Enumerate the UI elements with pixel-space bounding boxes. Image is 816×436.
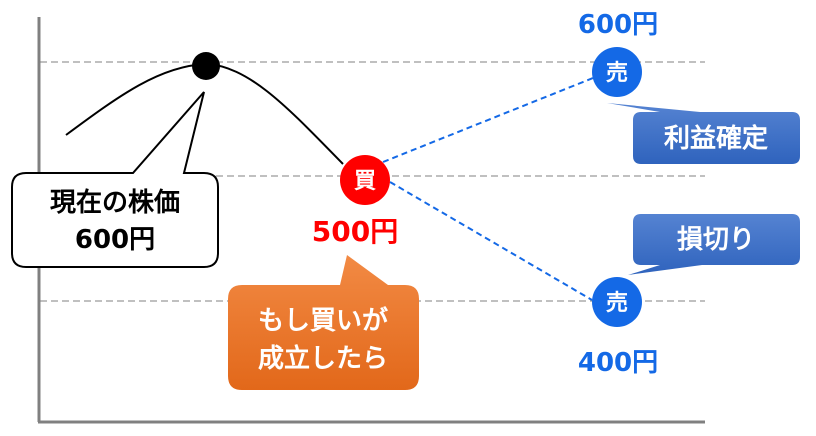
current-price-label: 現在の株価 [50,188,180,218]
loss-price: 400円 [578,348,658,378]
condition-line2: 成立したら [258,343,388,374]
buy-marker [340,155,390,205]
buy-marker-label: 買 [354,169,376,194]
sell-marker-loss-label: 売 [606,290,628,316]
profit-callout [607,103,800,164]
condition-callout [228,255,419,390]
current-price-dot [192,52,220,80]
profit-path [382,77,594,163]
sell-marker-loss [592,277,642,327]
profit-callout-label: 利益確定 [664,123,768,154]
loss-path [389,181,593,301]
buy-price: 500円 [312,215,398,248]
condition-line1: もし買いが [258,305,388,336]
current-price-value: 600円 [75,225,155,255]
sell-marker-profit [592,47,642,97]
profit-price: 600円 [578,10,658,40]
sell-marker-profit-label: 売 [606,60,628,86]
current-price-callout [11,91,219,268]
loss-callout [628,214,800,275]
loss-callout-label: 損切り [677,225,755,255]
